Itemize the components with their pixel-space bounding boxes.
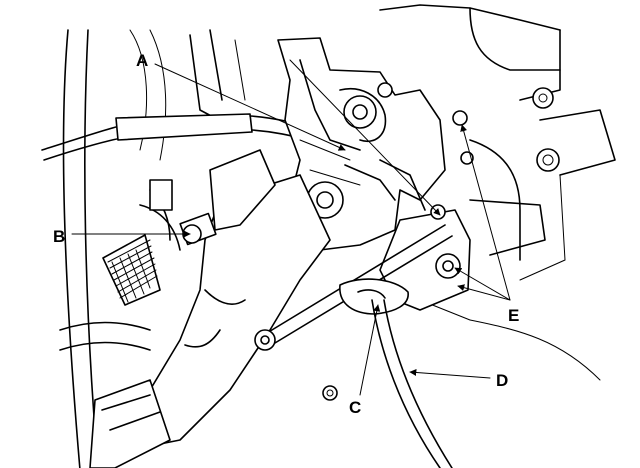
parking-brake-cable bbox=[371, 299, 453, 468]
bolt-lower-right bbox=[322, 385, 338, 401]
leader-E bbox=[454, 124, 511, 301]
leader-A bbox=[154, 59, 441, 216]
nut-right-middle bbox=[536, 148, 560, 172]
wiring-connector-hatched bbox=[102, 234, 161, 306]
callout-label-a: A bbox=[136, 51, 148, 70]
brake-cable-upper bbox=[41, 113, 319, 161]
pedal-pad bbox=[89, 379, 171, 468]
leader-C bbox=[359, 304, 381, 396]
callout-label-c: C bbox=[349, 398, 361, 417]
callout-label-e: E bbox=[508, 306, 519, 325]
callout-label-b: B bbox=[53, 227, 65, 246]
nut-upper-right bbox=[532, 87, 554, 109]
body-panel-left bbox=[62, 29, 246, 468]
callout-label-d: D bbox=[496, 371, 508, 390]
wiring-left bbox=[59, 179, 181, 351]
leader-D bbox=[409, 368, 491, 379]
cable-guide bbox=[339, 278, 409, 315]
